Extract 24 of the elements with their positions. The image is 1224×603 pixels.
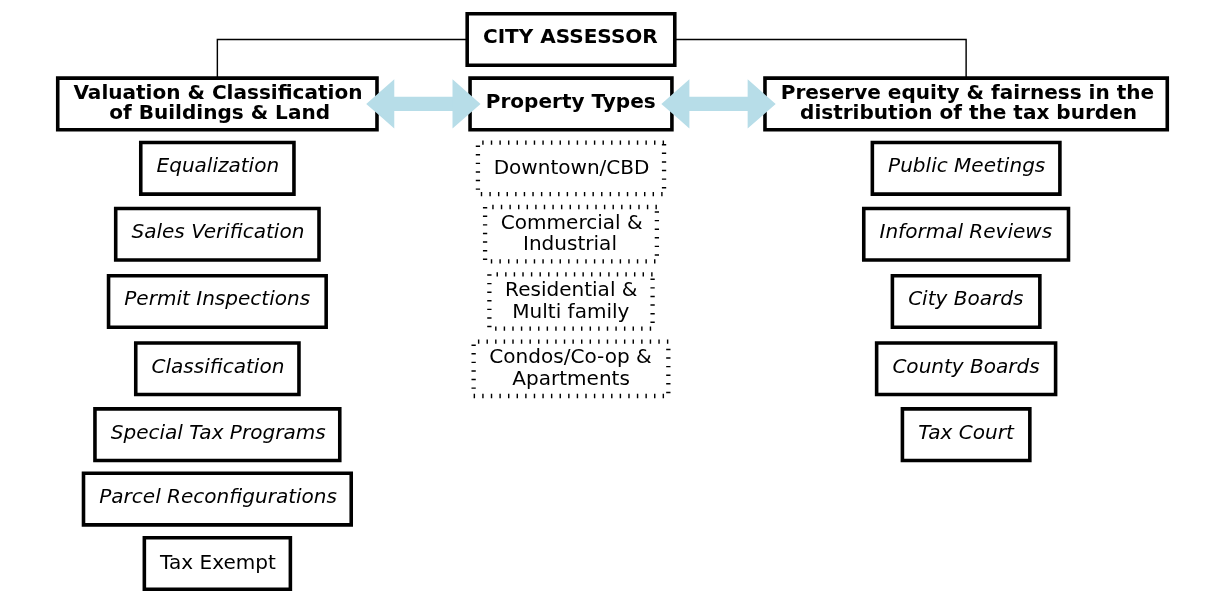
node-box: Special Tax Programs xyxy=(92,407,342,463)
node-box: Commercial & Industrial xyxy=(482,204,659,264)
node-box: County Boards xyxy=(874,341,1057,397)
node-box: Condos/Co-op & Apartments xyxy=(471,339,670,399)
node-box: CITY ASSESSOR xyxy=(464,11,677,68)
node-box: Downtown/CBD xyxy=(475,140,666,197)
node-box: Tax Exempt xyxy=(142,535,292,592)
node-box: Equalization xyxy=(138,140,296,196)
connector xyxy=(216,38,467,79)
arrow xyxy=(660,79,776,129)
node-box: City Boards xyxy=(890,273,1042,330)
node-box: Residential & Multi family xyxy=(486,272,655,331)
node-box: Informal Reviews xyxy=(861,206,1070,262)
connector xyxy=(673,38,967,79)
node-box: Valuation & Classification of Buildings & Land xyxy=(55,76,379,132)
node-box: Preserve equity & fairness in the distribution of the tax burden xyxy=(762,76,1169,132)
node-box: Public Meetings xyxy=(870,140,1062,196)
node-box: Permit Inspections xyxy=(106,273,328,330)
node-box: Sales Verification xyxy=(113,206,321,262)
node-box: Property Types xyxy=(467,76,674,132)
node-box: Classification xyxy=(133,341,301,397)
arrow xyxy=(365,79,481,129)
node-box: Tax Court xyxy=(900,407,1032,463)
node-box: Parcel Reconfigurations xyxy=(81,471,353,527)
